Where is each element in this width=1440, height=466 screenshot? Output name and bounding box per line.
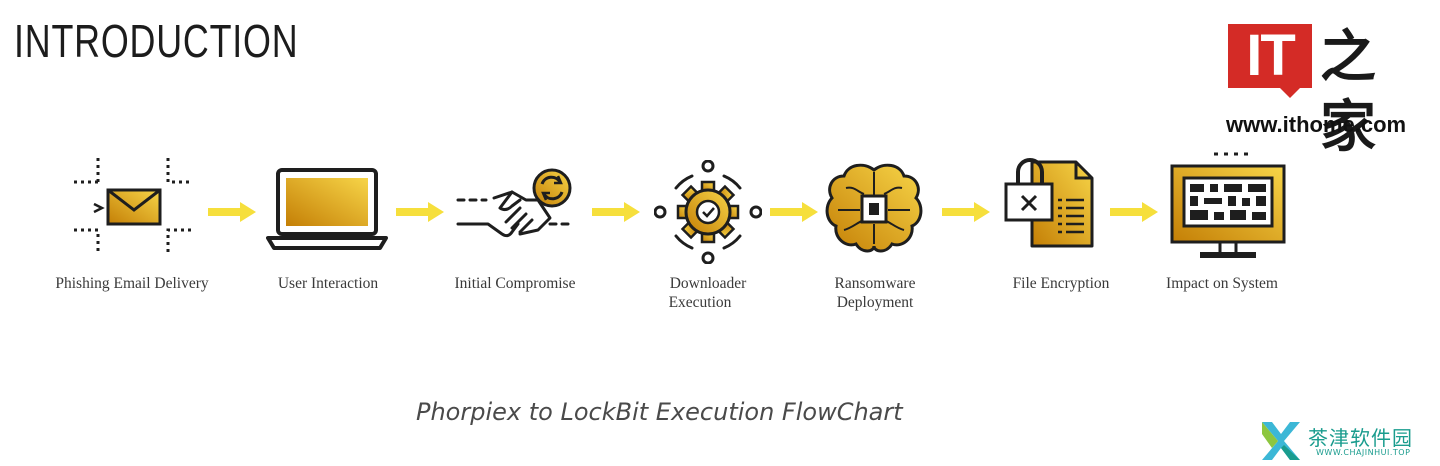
step-downloader-execution	[654, 160, 762, 264]
step-label: Phishing Email Delivery	[55, 275, 209, 292]
flow-arrow	[592, 202, 640, 222]
step-label: User Interaction	[277, 275, 379, 292]
step-ransomware-deployment	[824, 160, 926, 260]
step-user-interaction	[266, 164, 388, 254]
flow-arrow	[396, 202, 444, 222]
ithome-logo-text: 之家	[1320, 24, 1376, 160]
flow-arrow	[208, 202, 256, 222]
it-logo-tail	[1278, 86, 1302, 98]
email-icon	[74, 158, 192, 252]
step-label-line2: Deployment	[836, 294, 914, 311]
ithome-url: www.ithome.com	[1226, 112, 1407, 137]
step-label-line2: Execution	[668, 294, 732, 311]
figure-caption: Phorpiex to LockBit Execution FlowChart	[416, 398, 903, 426]
watermark-text-cn: 茶津软件园	[1308, 426, 1413, 450]
step-label-line1: Downloader	[669, 275, 747, 292]
step-label: Impact on System	[1166, 275, 1278, 292]
flow-arrow	[770, 202, 818, 222]
handshake-icon	[456, 168, 572, 238]
step-file-encryption	[1002, 150, 1098, 250]
step-impact-on-system	[1168, 150, 1288, 262]
ithome-logo: IT 之家 www.ithome.com	[1222, 22, 1422, 161]
page-title: INTRODUCTION	[14, 15, 299, 67]
it-logo-box: IT	[1228, 24, 1312, 88]
step-label: Initial Compromise	[454, 275, 576, 292]
step-label: File Encryption	[1012, 275, 1110, 292]
flow-arrow	[1110, 202, 1158, 222]
flow-arrow	[942, 202, 990, 222]
step-initial-compromise	[454, 158, 586, 252]
locked-file-icon	[1004, 158, 1094, 248]
step-label-line1: Ransomware	[834, 275, 916, 292]
brain-chip-icon	[825, 163, 923, 253]
watermark: 茶津软件园 WWW.CHAJINHUI.TOP	[1258, 416, 1434, 464]
step-phishing-email	[68, 152, 198, 256]
watermark-text-en: WWW.CHAJINHUI.TOP	[1316, 448, 1411, 457]
watermark-x-icon	[1262, 422, 1300, 460]
monitor-icon	[1170, 152, 1286, 258]
gear-check-icon	[654, 160, 762, 264]
laptop-icon	[266, 168, 388, 250]
